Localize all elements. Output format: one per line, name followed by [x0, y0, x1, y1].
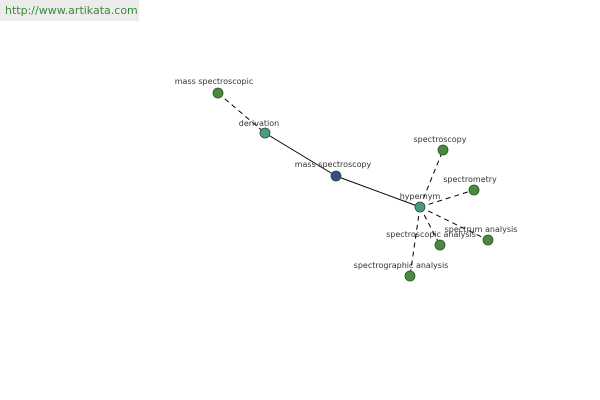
- node-label-hypernym[interactable]: hypernym: [400, 192, 441, 201]
- node-spectrographic-analysis[interactable]: [404, 270, 416, 282]
- node-spectroscopy[interactable]: [437, 144, 449, 156]
- node-label-spectrum-analysis[interactable]: spectrum analysis: [445, 225, 518, 234]
- edge-hypernym-to-spectroscopy: [419, 149, 444, 208]
- node-mass-spectroscopic[interactable]: [212, 87, 224, 99]
- site-url-link[interactable]: http://www.artikata.com: [5, 4, 138, 17]
- node-label-spectrometry[interactable]: spectrometry: [443, 175, 497, 184]
- node-spectroscopic-analysis[interactable]: [434, 239, 446, 251]
- node-spectrometry[interactable]: [468, 184, 480, 196]
- edges-layer: [217, 92, 489, 277]
- node-spectrum-analysis[interactable]: [482, 234, 494, 246]
- edge-derivation-to-mass-spectroscopy: [264, 132, 337, 177]
- edge-hypernym-to-spectrometry: [419, 189, 475, 208]
- edge-mass-spectroscopic-to-derivation: [217, 92, 266, 134]
- url-banner: http://www.artikata.com: [0, 0, 139, 21]
- labels-layer: mass spectroscopic derivation mass spectro…: [175, 77, 518, 270]
- node-label-mass-spectroscopy[interactable]: mass spectroscopy: [295, 160, 372, 169]
- edge-hypernym-to-spectroscopic-analysis: [419, 206, 441, 246]
- node-label-spectroscopy[interactable]: spectroscopy: [414, 135, 467, 144]
- edge-hypernym-to-spectrographic-analysis: [409, 206, 421, 277]
- node-hypernym[interactable]: [414, 201, 426, 213]
- nodes-layer: [212, 87, 494, 282]
- node-label-spectroscopic-analysis[interactable]: spectroscopic analysis: [386, 230, 476, 239]
- node-label-spectrographic-analysis[interactable]: spectrographic analysis: [354, 261, 449, 270]
- node-mass-spectroscopy[interactable]: [330, 170, 342, 182]
- node-label-derivation[interactable]: derivation: [239, 119, 279, 128]
- edge-mass-spectroscopy-to-hypernym: [335, 175, 421, 208]
- node-label-mass-spectroscopic[interactable]: mass spectroscopic: [175, 77, 253, 86]
- edge-hypernym-to-spectrum-analysis: [419, 206, 489, 241]
- node-derivation[interactable]: [259, 127, 271, 139]
